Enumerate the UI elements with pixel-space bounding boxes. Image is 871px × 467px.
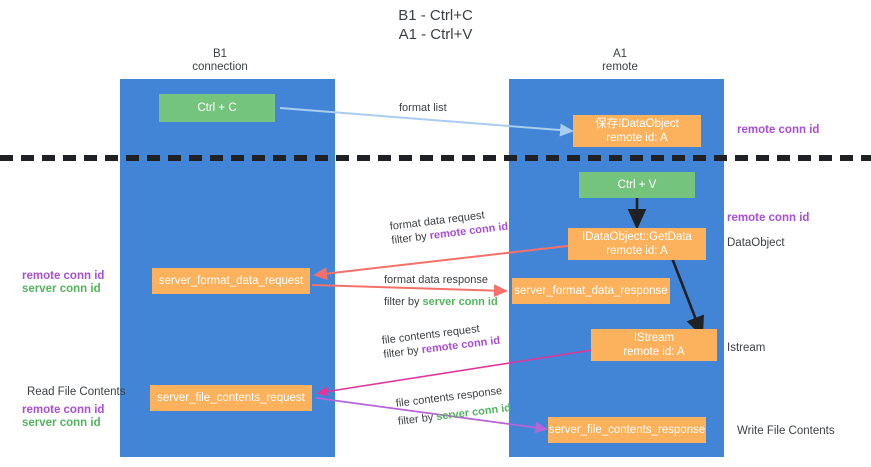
node-server-format-data-request[interactable]: server_format_data_request <box>152 268 310 294</box>
node-server-format-data-response[interactable]: server_format_data_response <box>512 278 670 304</box>
filter-prefix: filter by <box>384 296 423 308</box>
edge-label-format-list: format list <box>399 102 447 114</box>
annotation-left-server-conn: server conn id <box>22 283 101 295</box>
filter-prefix: filter by <box>382 344 423 361</box>
annotation-left-remote-conn-2: remote conn id <box>22 404 105 416</box>
annotation-right-top-conn: remote conn id <box>737 124 820 136</box>
edge-label-file-contents-request: file contents request filter by remote c… <box>381 320 501 362</box>
column-header-b1: B1 connection <box>192 48 248 73</box>
edge-label-format-data-response-filter: filter by server conn id <box>384 295 498 309</box>
annotation-left-server-conn-2: server conn id <box>22 417 101 429</box>
edge-label-format-data-request: format data request filter by remote con… <box>389 206 509 248</box>
node-ctrl-v[interactable]: Ctrl + V <box>579 172 695 198</box>
filter-prefix: filter by <box>390 230 431 247</box>
node-ctrl-c[interactable]: Ctrl + C <box>159 94 275 122</box>
annotation-dataobject: DataObject <box>727 237 785 249</box>
edge-label-file-contents-response: file contents response filter by server … <box>395 383 512 429</box>
filter-highlight: server conn id <box>422 296 498 308</box>
diagram-title: B1 - Ctrl+C A1 - Ctrl+V <box>398 7 473 43</box>
annotation-right-mid-conn: remote conn id <box>727 212 810 224</box>
node-istream[interactable]: IStream remote id: A <box>591 329 717 361</box>
edge-label-format-data-response: format data response filter by server co… <box>384 273 498 309</box>
node-server-file-contents-request[interactable]: server_file_contents_request <box>150 385 312 411</box>
filter-highlight: server conn id <box>435 401 512 424</box>
node-server-file-contents-response[interactable]: server_file_contents_response <box>548 417 706 443</box>
annotation-istream: Istream <box>727 342 766 354</box>
annotation-read-file-contents: Read File Contents <box>27 386 126 398</box>
node-idataobject-getdata[interactable]: IDataObject::GetData remote id: A <box>568 228 706 260</box>
section-divider <box>0 155 871 161</box>
annotation-write-file-contents: Write File Contents <box>737 425 835 437</box>
edge-label-format-data-response-main: format data response <box>384 274 488 286</box>
node-save-idataobject[interactable]: 保存IDataObject remote id: A <box>573 115 701 147</box>
filter-prefix: filter by <box>397 411 438 428</box>
annotation-left-remote-conn: remote conn id <box>22 270 105 282</box>
column-header-a1: A1 remote <box>602 48 638 73</box>
